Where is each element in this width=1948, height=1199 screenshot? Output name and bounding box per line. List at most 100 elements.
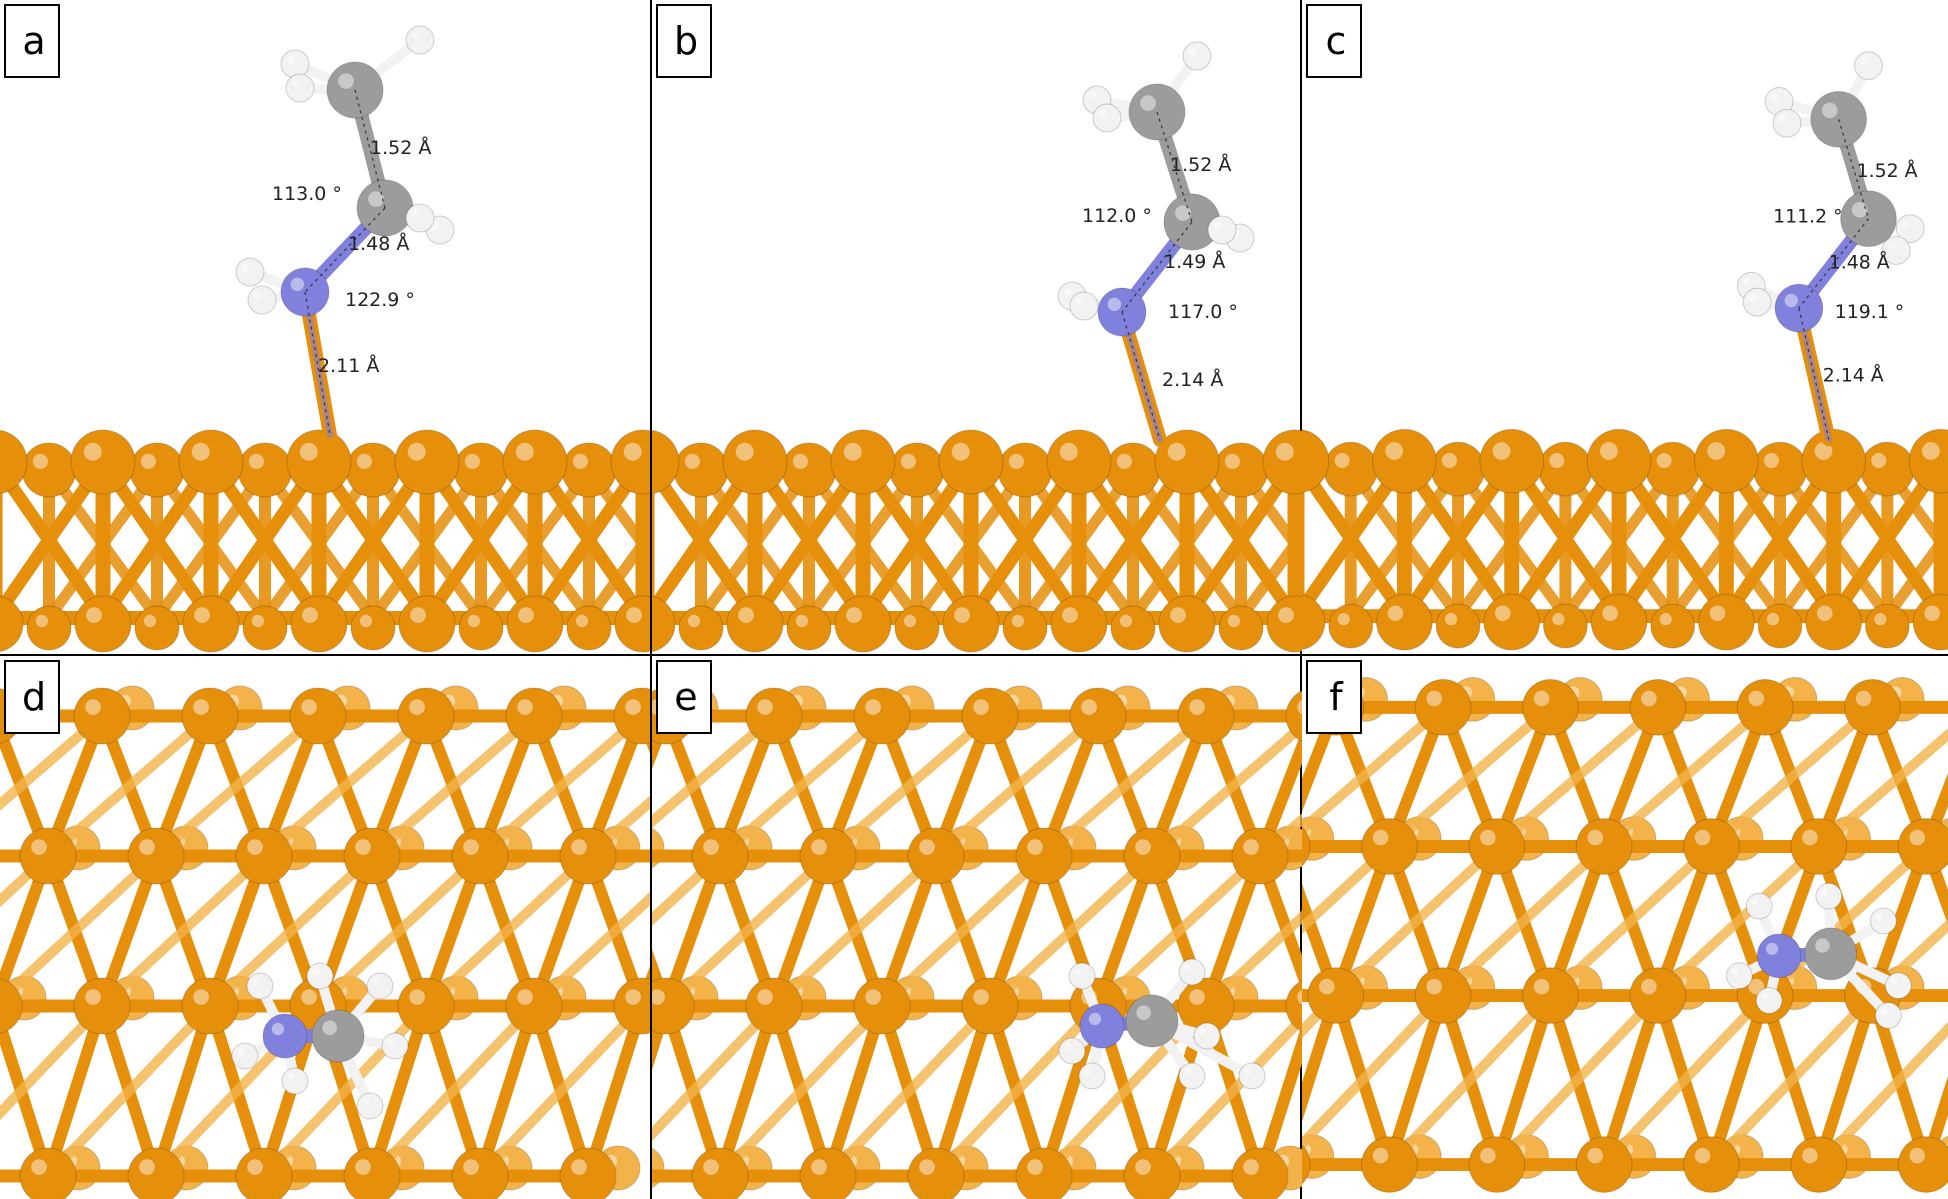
bond [715,711,887,861]
metal-atom-icon [1046,429,1112,495]
bond [1302,990,1341,1039]
hydrogen-atom-icon-highlight [1778,114,1787,123]
hydrogen-atom-icon [1895,214,1925,244]
hydrogen-atom-icon [1178,958,1206,986]
metal-atom-icon-highlight [811,839,827,855]
metal-atom-icon [74,595,132,653]
metal-atom-icon-highlight [1656,453,1672,469]
metal-atom-icon-highlight [575,614,589,628]
hydrogen-atom-icon [1238,1062,1266,1090]
metal-atom-icon [1372,428,1437,494]
metal-atom-icon-highlight [1921,442,1940,460]
metal-atom-icon [343,827,401,885]
metal-atom-icon [1328,603,1374,649]
metal-atom-icon-highlight [1189,989,1205,1005]
hydrogen-atom-icon-highlight [1751,898,1759,906]
panel-f-adsorbate-molecule [1725,882,1912,1029]
bond [151,711,323,861]
metal-atom-icon [1805,593,1863,651]
metal-atom-icon-highlight [85,989,101,1005]
metal-atom-icon-highlight [1480,829,1496,846]
metal-atom-icon [1860,441,1915,497]
metal-atom-icon [1302,429,1330,494]
panel-b-adsorbate-molecule [1057,41,1255,447]
metal-atom-icon [1590,593,1648,651]
metal-atom-icon [1154,429,1220,495]
carbon-atom-icon-highlight [338,73,354,89]
metal-atom-icon-highlight [301,699,317,715]
metal-atom-icon-highlight [652,989,665,1005]
metal-atom-icon [127,827,185,885]
metal-atom-icon [1435,603,1481,649]
bond [769,851,941,1011]
metal-atom-icon [1897,818,1948,875]
panel-a-ccn-angle: 113.0 ° [272,183,342,205]
measure-line [1798,307,1830,440]
metal-atom-icon-highlight [571,839,587,855]
metal-atom-icon [453,442,509,498]
metal-atom-icon [178,429,244,495]
metal-atom-icon-highlight [703,839,719,855]
metal-atom-icon [1123,827,1181,885]
hydrogen-atom-icon [1078,1062,1106,1090]
metal-atom-icon-highlight [463,839,479,855]
metal-atom-icon-highlight [1871,453,1887,469]
metal-atom-icon-highlight [954,607,970,623]
panel-c-nm-bond-length: 2.14 Å [1823,364,1884,387]
metal-atom-icon [235,827,293,885]
metal-atom-icon [1376,593,1433,651]
hydrogen-atom-icon [1178,1062,1206,1090]
hydrogen-atom-icon-highlight [1860,57,1868,66]
hydrogen-atom-icon [1854,51,1883,81]
hydrogen-atom-icon-highlight [1761,992,1769,1001]
panel-b-label: b [673,19,699,63]
hydrogen-atom-icon-highlight [1063,287,1072,296]
panel-a-metal-slab [0,429,650,653]
bond [1813,1021,1948,1170]
metal-atom-icon [1158,595,1216,653]
metal-atom-icon [722,429,788,495]
bond [823,711,995,861]
metal-atom-icon [506,595,564,653]
bond [1039,711,1211,861]
metal-atom-icon [1479,428,1545,494]
bond [583,795,650,861]
metal-atom-icon-highlight [903,614,917,628]
metal-atom-icon [1908,428,1948,494]
bond [0,851,53,908]
nitrogen-atom-icon-highlight [271,1022,285,1036]
bond [1545,841,1717,1001]
bond [661,851,833,1011]
metal-atom-icon [1302,594,1326,651]
metal-atom-icon [1897,1136,1948,1193]
metal-atom-icon [961,687,1019,745]
metal-atom-icon [237,442,293,498]
metal-atom-icon-highlight [409,699,425,715]
carbon-atom-icon [1810,90,1868,148]
bond [1302,989,1342,1122]
bond [1383,989,1450,1171]
metal-atom-icon [1912,593,1948,651]
metal-atom-icon [613,977,650,1035]
metal-atom-icon-highlight [193,699,209,715]
metal-atom-icon-highlight [846,607,862,623]
metal-atom-icon [889,442,945,498]
metal-atom-icon [505,687,563,745]
hydrogen-atom-icon [1068,962,1096,990]
metal-atom-icon [726,595,784,653]
metal-atom-icon-highlight [1243,839,1259,855]
hydrogen-atom-icon-highlight [287,1073,295,1081]
hydrogen-atom-icon [1745,892,1773,920]
metal-atom-icon [745,977,803,1035]
bond [1920,1076,1948,1171]
bond [1652,841,1824,1001]
metal-atom-icon-highlight [1533,690,1550,707]
nitrogen-atom-icon [1079,1003,1125,1049]
metal-atom-icon-highlight [865,699,881,715]
metal-atom-icon [907,827,965,885]
metal-atom-icon [1069,687,1127,745]
hydrogen-atom-icon [281,1067,309,1095]
bond [1384,990,1556,1170]
